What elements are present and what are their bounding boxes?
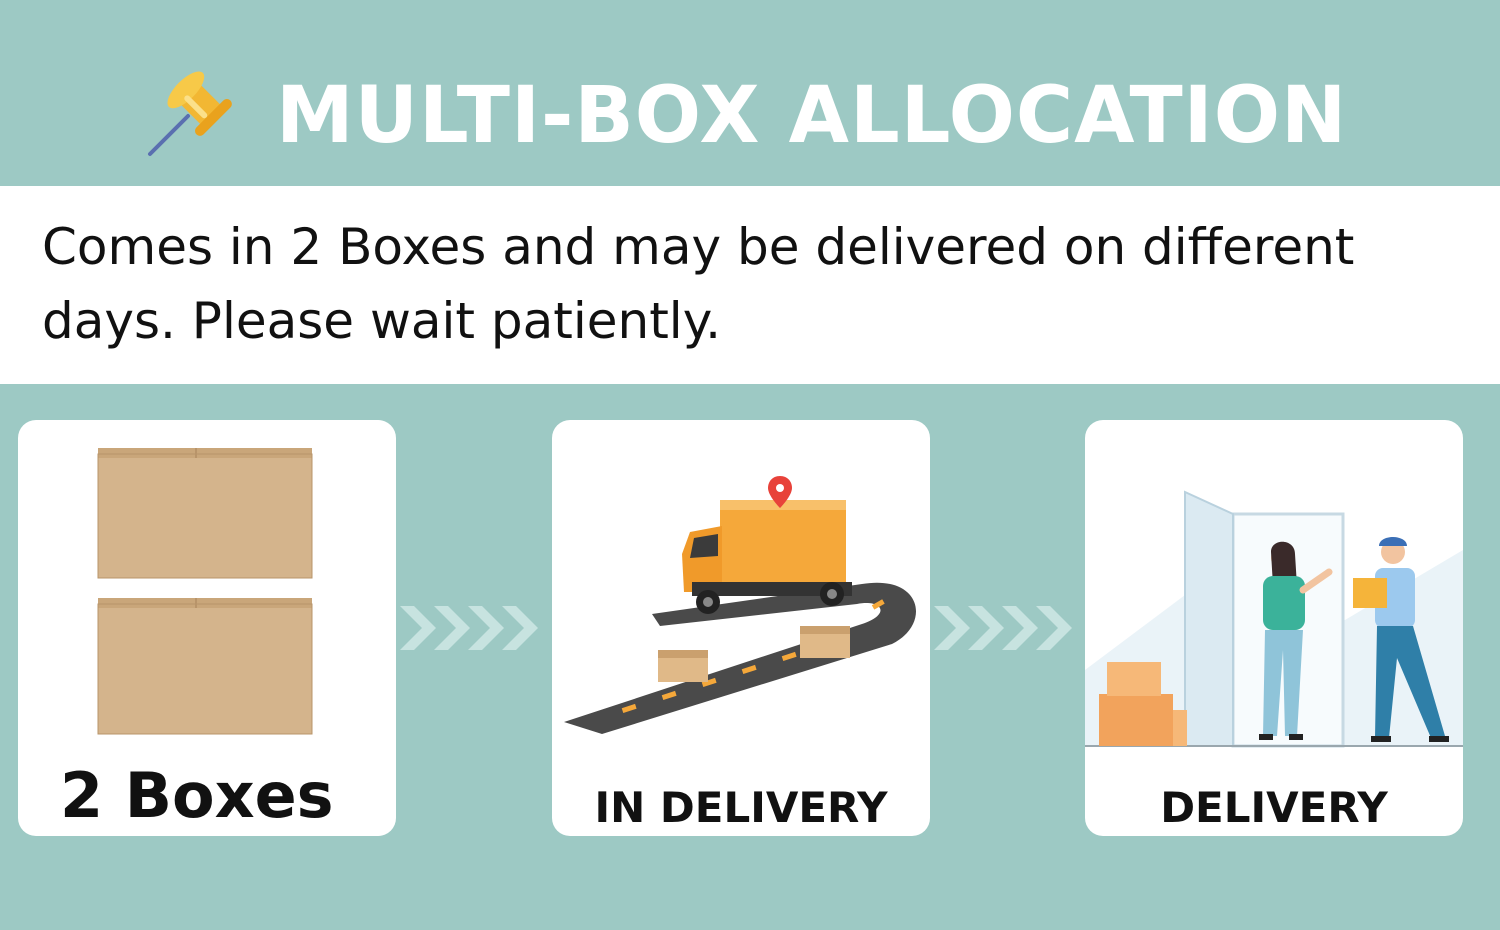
step-label-boxes: 2 Boxes — [60, 759, 334, 832]
header-banner: MULTI-BOX ALLOCATION — [0, 0, 1500, 186]
step-label-in-delivery: IN DELIVERY — [594, 783, 888, 832]
chevron-arrows-icon — [934, 600, 1074, 656]
doorstep-delivery-icon — [1085, 490, 1463, 750]
notice-banner: Comes in 2 Boxes and may be delivered on… — [0, 186, 1500, 384]
delivery-truck-icon — [562, 474, 922, 744]
notice-text: Comes in 2 Boxes and may be delivered on… — [42, 218, 1355, 350]
step-card-delivery: DELIVERY — [1085, 420, 1463, 836]
chevron-arrows-icon — [400, 600, 540, 656]
step-label-delivery: DELIVERY — [1160, 783, 1388, 832]
pushpin-icon — [142, 58, 246, 162]
step-card-in-delivery: IN DELIVERY — [552, 420, 930, 836]
page-title: MULTI-BOX ALLOCATION — [276, 71, 1348, 161]
step-card-boxes: 2 Boxes — [18, 420, 396, 836]
cardboard-boxes-icon — [96, 446, 316, 736]
